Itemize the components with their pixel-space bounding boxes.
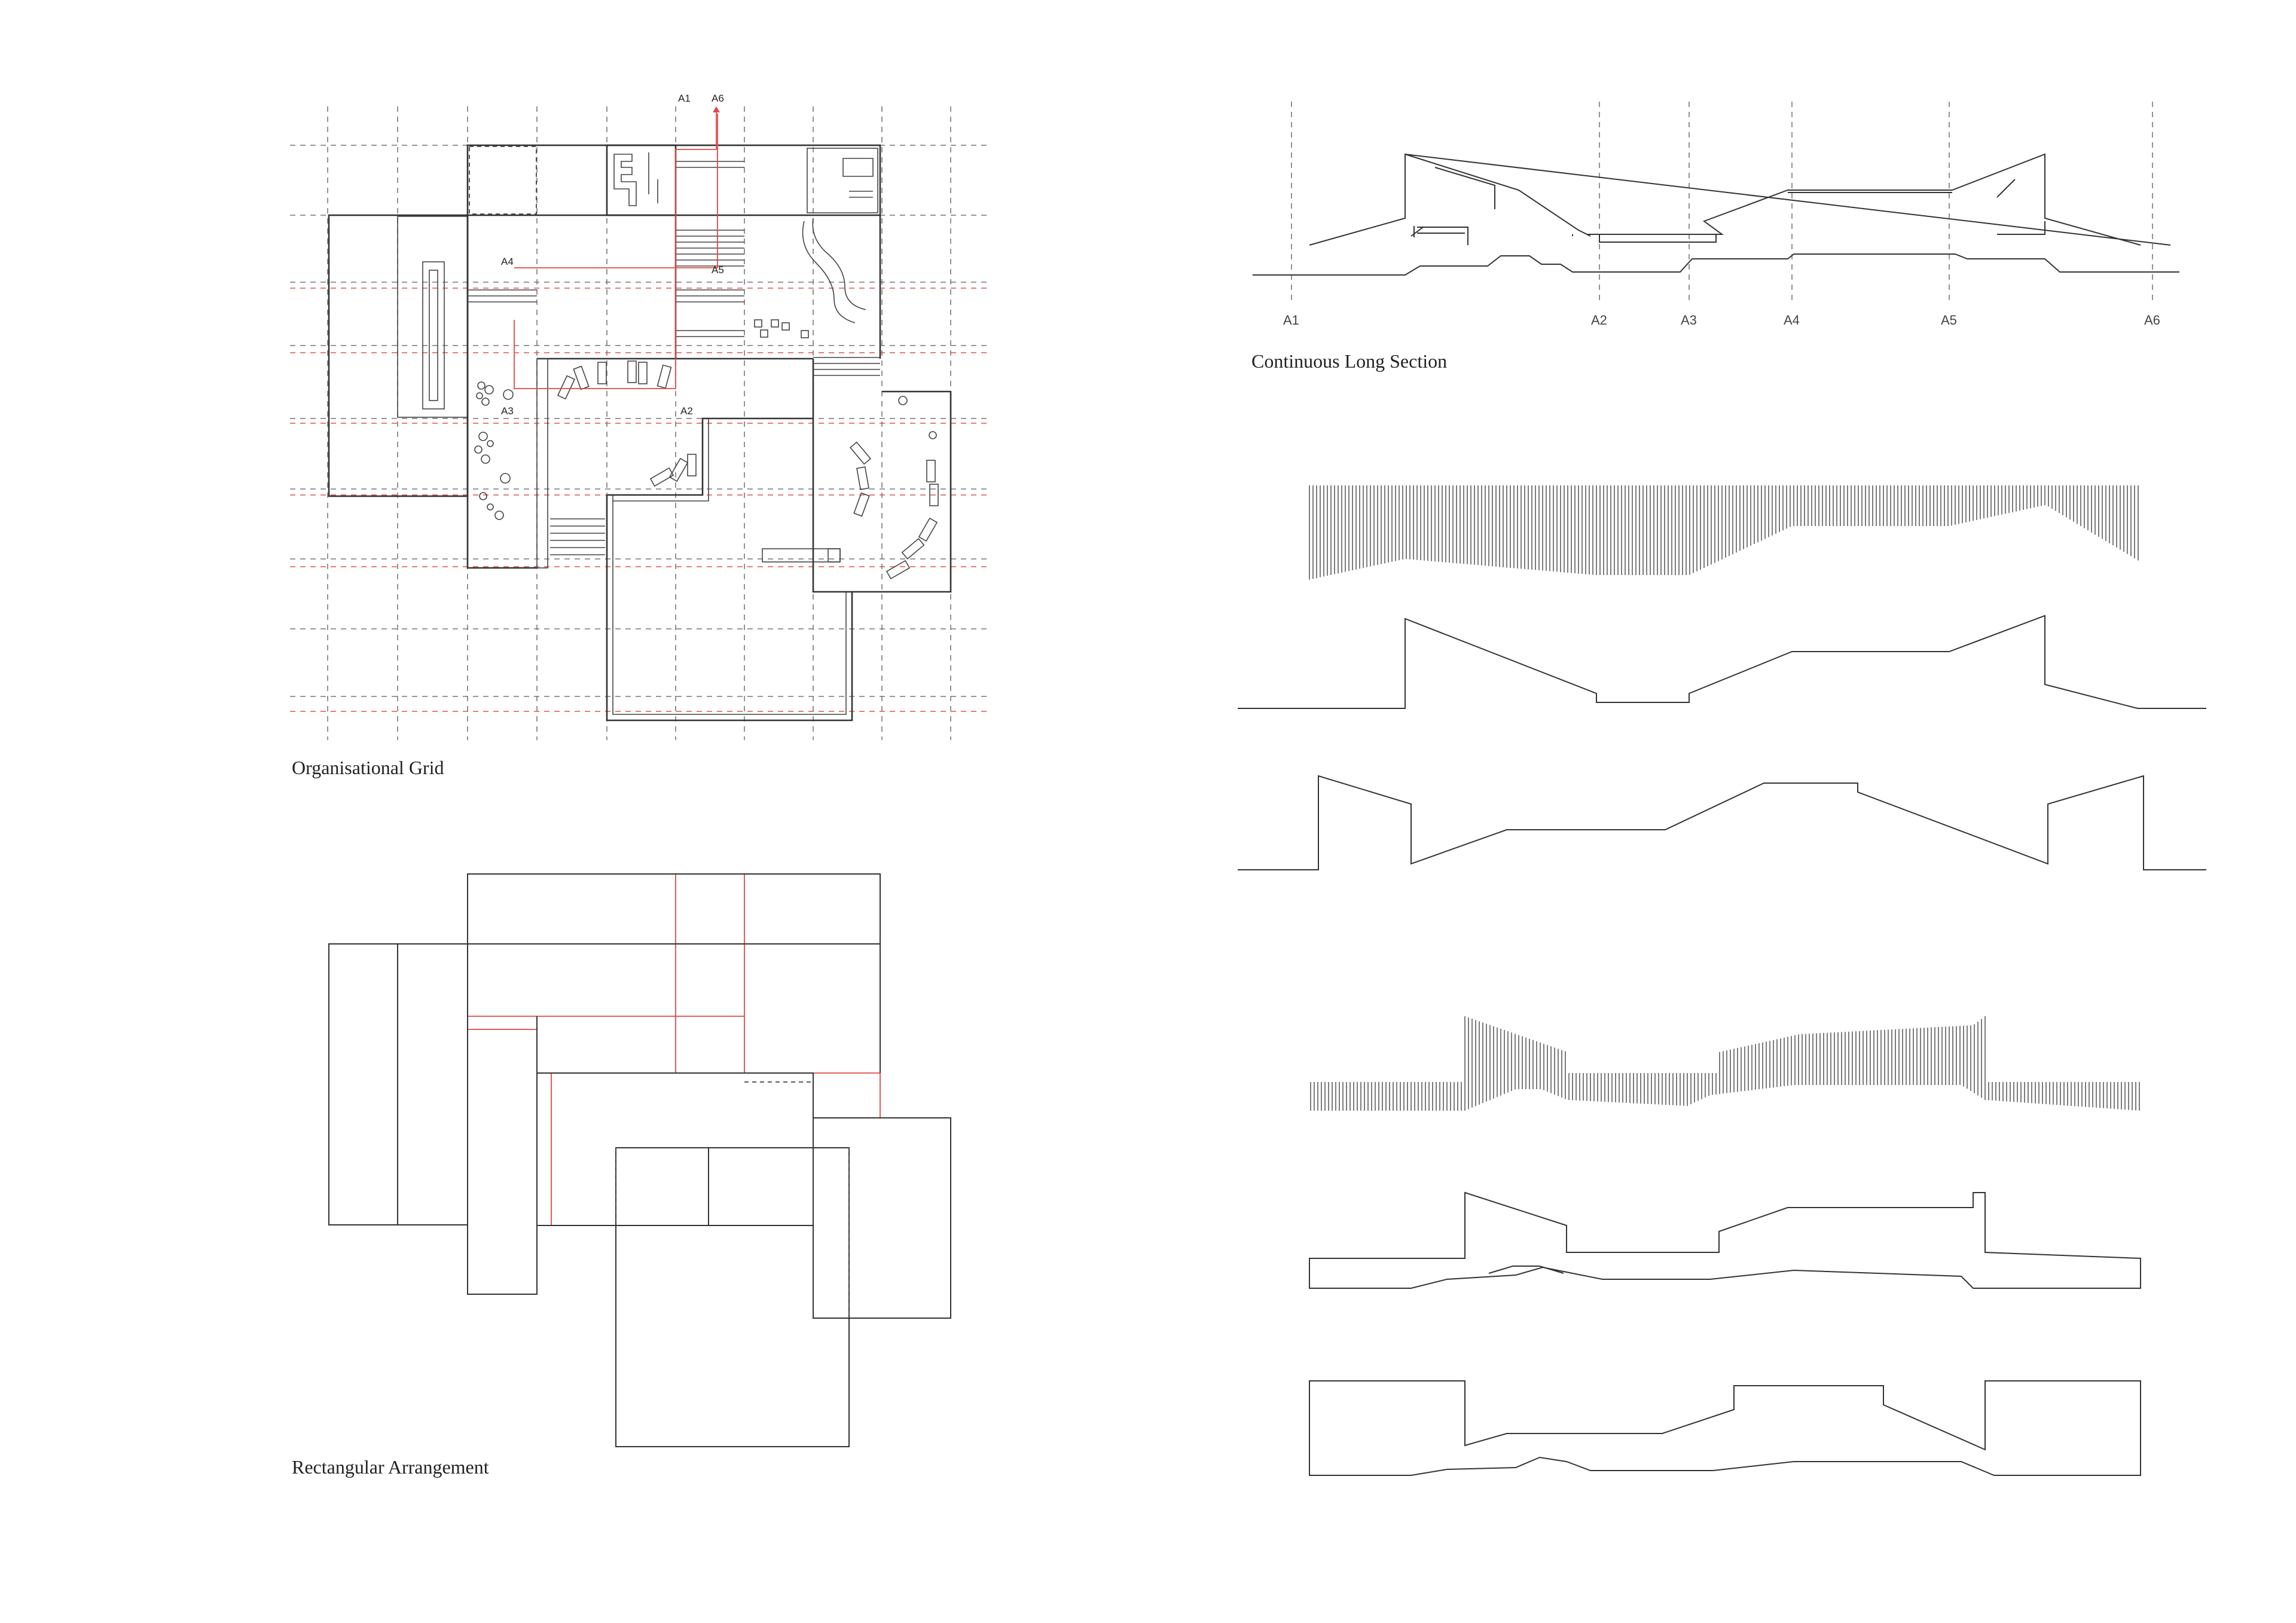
- section-label-a6: A6: [2144, 313, 2160, 328]
- section-label-a5: A5: [1941, 313, 1957, 328]
- plan-grid-horizontal: [290, 145, 987, 712]
- caption-organisational-grid: Organisational Grid: [292, 757, 444, 778]
- plan-label-a4: A4: [501, 256, 514, 267]
- section-label-a2: A2: [1591, 313, 1607, 328]
- hatched-profile-1: [1309, 485, 2139, 580]
- plan-walls: [328, 144, 952, 722]
- outline-profile-6: [1309, 1380, 2141, 1476]
- outline-profile-5-detail: [1488, 1266, 1564, 1274]
- section-label-a4: A4: [1784, 313, 1800, 328]
- hatched-profile-4: [1310, 1016, 2140, 1111]
- rectangular-arrangement-diagram: [328, 873, 951, 1447]
- section-axis-labels: A1 A2 A3 A4 A5 A6: [1283, 313, 2160, 328]
- caption-rectangular-arrangement: Rectangular Arrangement: [292, 1456, 489, 1478]
- plan-furniture: [474, 218, 939, 580]
- section-label-a3: A3: [1681, 313, 1697, 328]
- caption-continuous-long-section: Continuous Long Section: [1251, 350, 1447, 372]
- outline-profile-5: [1309, 1191, 2141, 1289]
- outline-profile-2: [1238, 615, 2206, 709]
- section-label-a1: A1: [1283, 313, 1299, 328]
- section-cut-line: [514, 106, 720, 389]
- plan-label-a5: A5: [712, 264, 724, 276]
- outline-profile-3: [1238, 775, 2206, 870]
- plan-label-a2: A2: [680, 405, 693, 417]
- plan-label-a3: A3: [501, 405, 514, 417]
- plan-stairs: [468, 161, 880, 555]
- plan-label-a6: A6: [712, 93, 724, 104]
- organisational-grid-plan: A1 A6 A4 A5 A3 A2: [290, 93, 987, 740]
- plan-label-a1: A1: [678, 93, 691, 104]
- continuous-long-section: A1 A2 A3 A4 A5 A6: [1253, 102, 2179, 328]
